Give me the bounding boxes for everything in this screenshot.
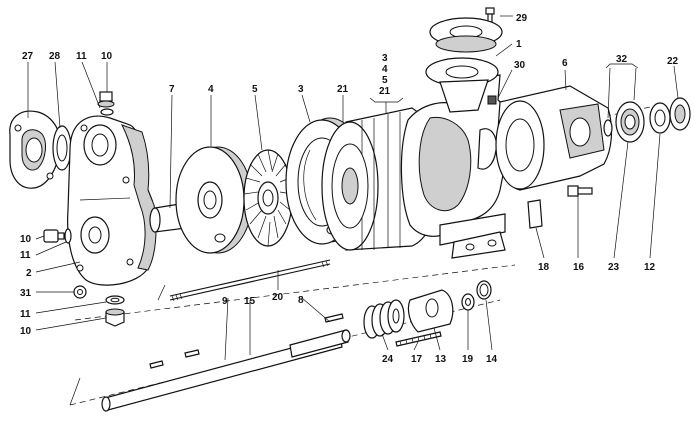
callout-32: 32 [616,54,628,65]
part-11-washer-left [64,228,72,244]
part-10-plug-bottom [105,308,125,327]
part-14-oring [476,280,492,300]
callout-5-stack: 5 [382,75,388,86]
part-19-nut [461,293,475,311]
callout-17: 17 [411,354,423,365]
part-20-tie-rod [169,259,331,302]
callout-28: 28 [49,51,61,62]
callout-11-bottom: 11 [20,309,31,320]
callout-27: 27 [22,51,34,62]
leader-lines [27,15,679,361]
part-24-spring [363,299,405,339]
callout-4-stack: 4 [382,64,388,75]
part-23-bearing [615,101,645,143]
callout-24: 24 [382,354,394,365]
callout-21: 21 [337,84,349,95]
callout-16: 16 [573,262,585,273]
part-6-bearing-housing [495,85,613,191]
part-11-washer-bottom [105,295,125,305]
part-15-shaft [101,329,351,412]
callout-15: 15 [244,296,256,307]
part-4-disc [175,146,253,254]
part-11-washer-top [100,108,114,116]
callout-10-left: 10 [20,234,32,245]
callout-11-left: 11 [20,250,31,261]
part-2-pump-cover [67,115,157,286]
callout-labels: 27 28 11 10 7 4 5 3 21 3 4 5 21 29 1 30 … [20,13,679,365]
callout-30: 30 [514,60,526,71]
callout-29: 29 [516,13,528,24]
callout-13: 13 [435,354,447,365]
callout-31: 31 [20,288,32,299]
part-16-bolt [567,185,593,197]
part-12-ring [649,102,671,134]
part-22-cap [669,97,691,131]
callout-10-top: 10 [101,51,113,62]
part-17-pin [395,331,442,347]
part-18-clip [527,199,543,229]
callout-1: 1 [516,39,522,50]
callout-21-stack: 21 [379,86,391,97]
callout-12: 12 [644,262,656,273]
part-13-bushing [407,289,454,333]
callout-18: 18 [538,262,550,273]
callout-19: 19 [462,354,474,365]
top-flanges [425,17,503,113]
part-10-plug-left [43,229,65,243]
callout-11-top: 11 [76,51,87,62]
callout-22: 22 [667,56,679,67]
part-5-impeller [243,149,293,247]
callout-6: 6 [562,58,568,69]
part-31-plug [73,285,87,299]
part-27-flange [9,110,61,189]
part-28-seal [52,125,72,171]
callout-7: 7 [169,84,175,95]
callout-3-stack: 3 [382,53,388,64]
callout-5: 5 [252,84,258,95]
callout-8: 8 [298,295,304,306]
callout-23: 23 [608,262,620,273]
callout-2: 2 [26,268,32,279]
callout-10-bottom: 10 [20,326,32,337]
callout-9: 9 [222,296,228,307]
callout-3: 3 [298,84,304,95]
part-10-plug-top [97,91,115,108]
part-1-pump-body [400,74,513,259]
callout-20: 20 [272,292,284,303]
small-spacer [603,119,613,137]
part-8-keys [149,313,344,369]
callout-4: 4 [208,84,214,95]
callout-14: 14 [486,354,498,365]
